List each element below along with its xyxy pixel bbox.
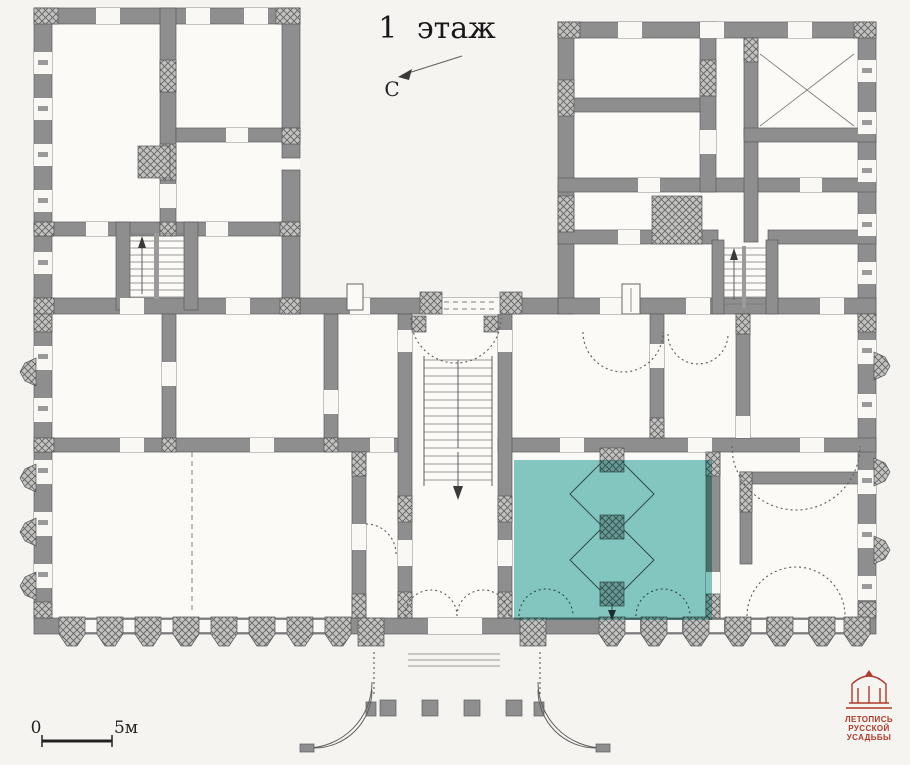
stove-niches (346, 283, 641, 315)
vault-diagonals (759, 53, 855, 127)
right-wing-staircase (724, 246, 766, 308)
entrance-portico (299, 653, 611, 753)
window-sills (38, 60, 872, 589)
publisher-logo: ЛЕТОПИСЬ РУССКОЙ УСАДЬБЫ (845, 670, 893, 742)
grand-staircase (423, 356, 493, 500)
logo-line-1: ЛЕТОПИСЬ (845, 715, 893, 724)
window-openings (34, 8, 876, 634)
hatched-wall-piers (33, 7, 877, 647)
estate-logo-icon (846, 670, 892, 709)
facade-pilasters (19, 351, 891, 647)
north-label: С (384, 77, 399, 101)
floor-title: 1 этаж (378, 11, 496, 46)
scale-bar: 0 5м (31, 718, 138, 747)
north-arrow: С (384, 55, 463, 101)
logo-line-3: УСАДЬБЫ (847, 733, 891, 742)
scale-zero-label: 0 (31, 718, 42, 738)
teal-highlight-overlay (514, 460, 712, 620)
scale-length-label: 5м (114, 718, 138, 738)
left-wing-staircase (130, 233, 184, 299)
logo-line-2: РУССКОЙ (848, 724, 889, 733)
